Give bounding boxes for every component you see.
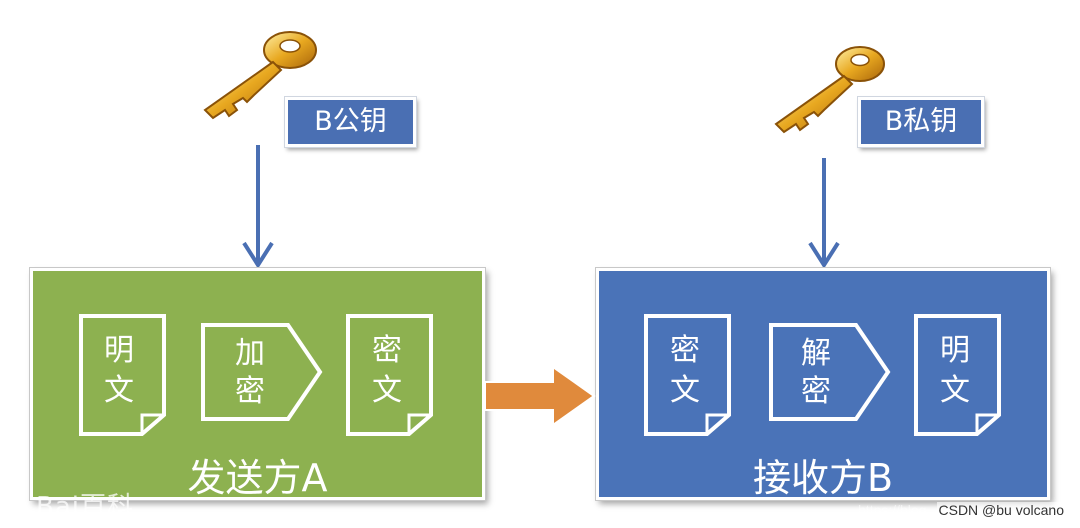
transfer-arrow xyxy=(484,365,596,427)
public-key-icon xyxy=(203,31,317,120)
sender-ciphertext-char-1: 密 xyxy=(372,333,402,368)
down-arrow-public xyxy=(242,145,274,269)
public-key-label: B公钥 xyxy=(285,97,416,147)
receiver-ciphertext-doc xyxy=(644,314,731,436)
receiver-title: 接收方B xyxy=(752,456,894,500)
sender-ciphertext-doc xyxy=(346,314,433,436)
sender-ciphertext-char-2: 文 xyxy=(372,373,402,408)
receiver-ciphertext-char-2: 文 xyxy=(670,373,700,408)
baidu-watermark: Bai百科 xyxy=(36,492,134,522)
sender-plaintext-char-2: 文 xyxy=(104,373,134,408)
url-watermark: https://blog xyxy=(858,502,927,518)
sender-panel: 发送方A xyxy=(30,268,485,500)
encrypt-process xyxy=(201,323,323,421)
receiver-ciphertext-char-1: 密 xyxy=(670,333,700,368)
decrypt-process xyxy=(769,323,891,421)
receiver-plaintext-char-2: 文 xyxy=(940,373,970,408)
csdn-watermark: CSDN @bu volcano xyxy=(936,502,1066,518)
receiver-plaintext-doc xyxy=(914,314,1001,436)
sender-title: 发送方A xyxy=(187,456,328,500)
down-arrow-private xyxy=(808,158,840,269)
sender-plaintext-char-1: 明 xyxy=(104,333,134,368)
sender-plaintext-doc xyxy=(79,314,166,436)
encrypt-char-2: 密 xyxy=(235,374,265,409)
private-key-icon xyxy=(774,46,885,134)
decrypt-char-1: 解 xyxy=(801,336,831,371)
decrypt-char-2: 密 xyxy=(801,374,831,409)
receiver-plaintext-char-1: 明 xyxy=(940,333,970,368)
encrypt-char-1: 加 xyxy=(235,336,265,371)
private-key-label: B私钥 xyxy=(858,97,984,147)
receiver-panel: 接收方B xyxy=(596,268,1050,500)
